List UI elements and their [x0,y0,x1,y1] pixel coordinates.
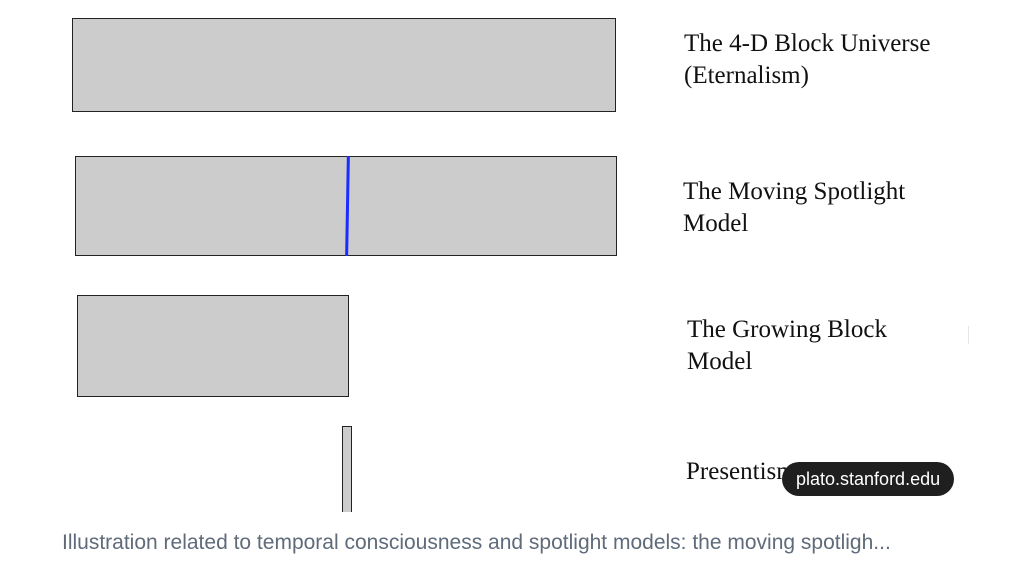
presentism-rect [342,426,352,512]
presentism-label: Presentism [686,456,796,488]
block-universe-label-line1: The 4-D Block Universe [684,30,931,57]
diagram-image[interactable]: The 4-D Block Universe (Eternalism) The … [0,0,1024,512]
block-universe-rect [72,18,616,112]
divider [968,326,969,344]
block-universe-label-line2: (Eternalism) [684,62,809,89]
growing-block-label: The Growing Block Model [687,314,887,378]
growing-block-label-line2: Model [687,348,753,375]
presentism-label-line1: Presentism [686,458,796,485]
growing-block-rect [77,295,349,397]
block-universe-label: The 4-D Block Universe (Eternalism) [684,28,930,92]
source-badge[interactable]: plato.stanford.edu [782,462,955,496]
moving-spotlight-label-line2: Model [683,210,749,237]
growing-block-label-line1: The Growing Block [687,316,887,343]
moving-spotlight-label: The Moving Spotlight Model [683,176,905,240]
moving-spotlight-label-line1: The Moving Spotlight [683,178,906,205]
image-caption[interactable]: Illustration related to temporal conscio… [62,531,891,554]
